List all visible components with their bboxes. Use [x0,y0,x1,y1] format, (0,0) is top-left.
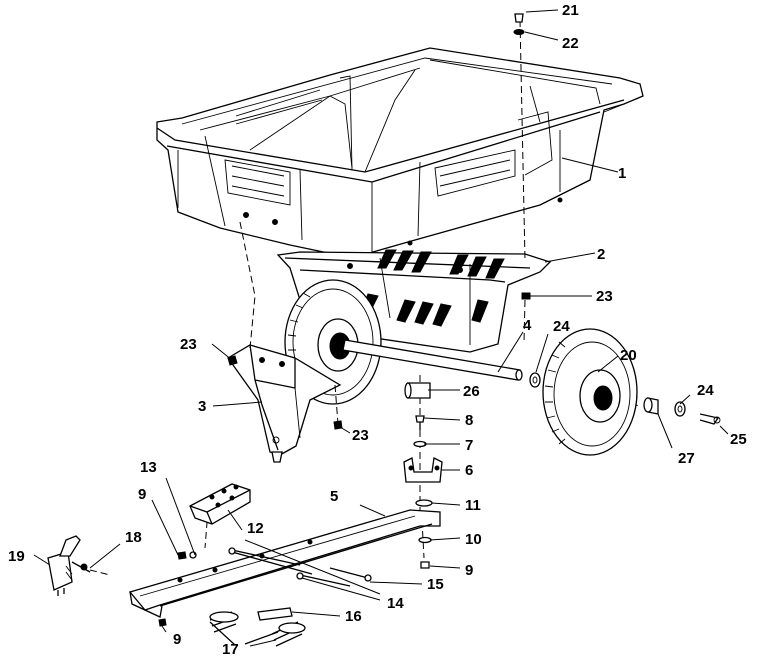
tongue-part-5 [128,509,441,618]
callout-9-lower: 9 [173,631,181,648]
hitch-bracket-part-3 [227,344,342,463]
callout-18: 18 [125,529,142,546]
callout-25: 25 [730,431,747,448]
callout-24-upper: 24 [553,318,570,335]
callout-23-left: 23 [180,336,197,353]
tub-part-1 [156,47,644,259]
callout-24-right: 24 [697,382,714,399]
callout-labels: 1 2 3 4 5 6 7 8 9 9 9 10 11 12 13 14 15 … [8,2,747,658]
callout-22: 22 [562,35,579,52]
bolts-parts-14-15 [228,547,372,587]
callout-23-right: 23 [596,288,613,305]
callout-5: 5 [330,488,338,505]
axle-part-4 [342,339,523,381]
callout-9-right: 9 [465,562,473,579]
spring-clip-parts-16-17 [209,607,306,647]
callout-19: 19 [8,548,25,565]
hitch-pin-parts-18-19 [47,535,91,596]
callout-3: 3 [198,398,206,415]
callout-1: 1 [618,165,626,182]
callout-6: 6 [465,462,473,479]
callout-15: 15 [427,576,444,593]
callout-14: 14 [387,595,404,612]
callout-11: 11 [465,497,481,514]
callout-13: 13 [140,459,157,476]
callout-23-bottom: 23 [352,427,369,444]
callout-4: 4 [523,317,532,334]
callout-7: 7 [465,437,473,454]
callout-9-upper: 9 [138,486,146,503]
callout-8: 8 [465,412,473,429]
callout-12: 12 [247,520,264,537]
callout-2: 2 [597,246,605,263]
callout-10: 10 [465,531,482,548]
leader-lines [33,9,729,647]
pivot-bracket-part-12 [189,483,251,525]
callout-17: 17 [222,641,239,658]
callout-20: 20 [620,347,637,364]
callout-26: 26 [463,383,480,400]
callout-21: 21 [562,2,579,19]
callout-16: 16 [345,608,362,625]
callout-27: 27 [678,450,695,467]
